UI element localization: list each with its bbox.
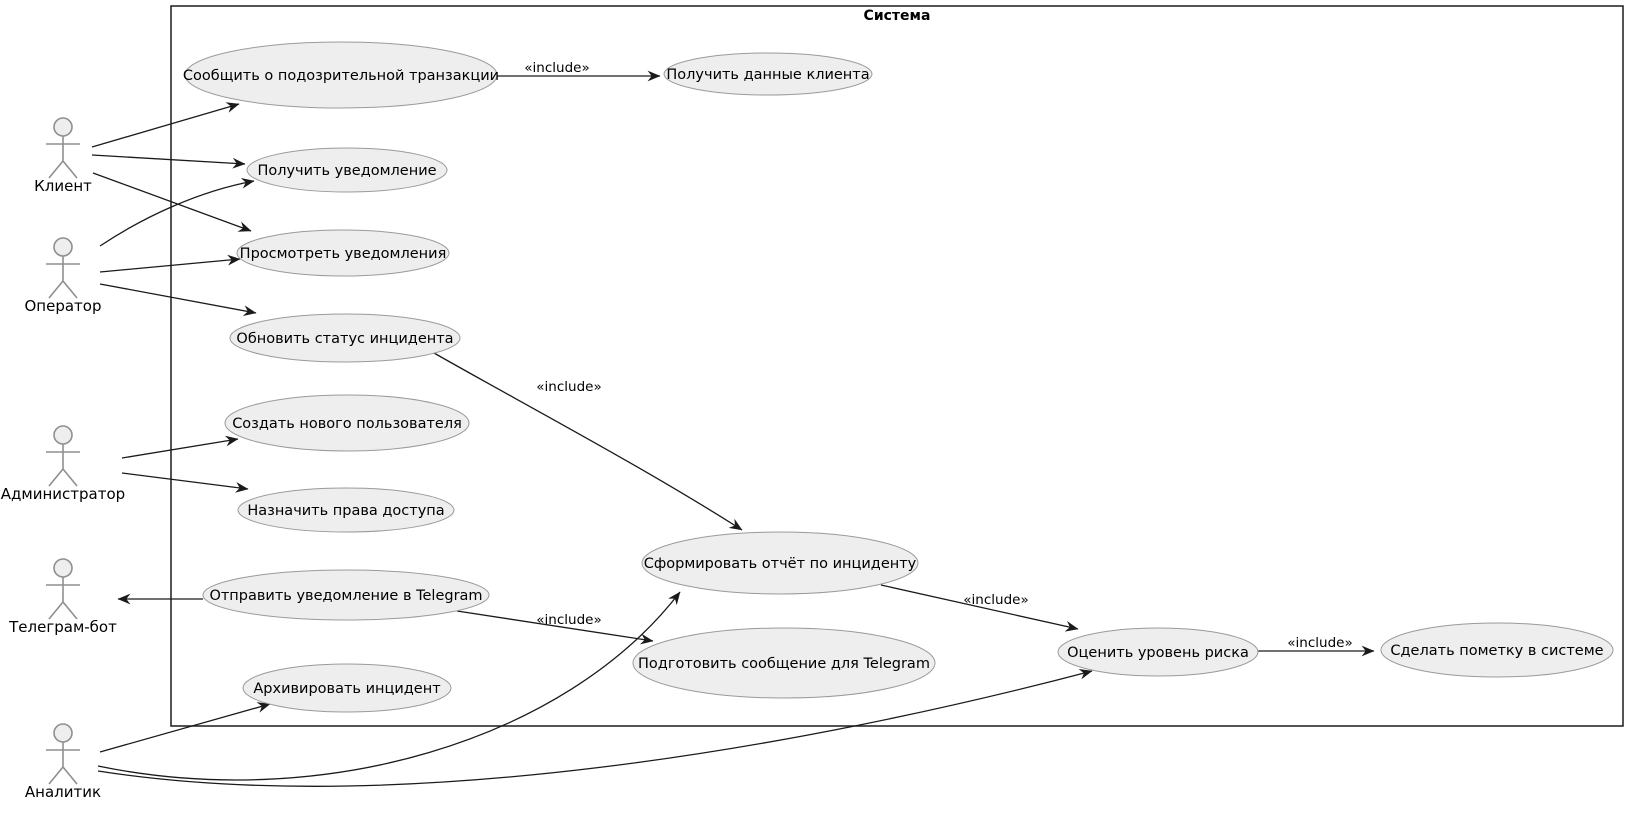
edge-analyst-archive-incident xyxy=(99,702,271,753)
usecase-report-suspicious-transaction: Сообщить о подозрительной транзакции xyxy=(183,41,499,109)
system-title: Система xyxy=(864,8,931,24)
actor-klient: Клиент xyxy=(34,117,92,195)
usecase-label: Отправить уведомление в Telegram xyxy=(209,588,482,604)
usecase-form-incident-report: Сформировать отчёт по инциденту xyxy=(641,531,919,595)
actor-head-icon xyxy=(53,558,73,578)
actor-label: Аналитик xyxy=(25,783,101,801)
edge-include-form-report xyxy=(433,352,743,531)
include-label-4: «include» xyxy=(963,592,1028,608)
include-label-3: «include» xyxy=(536,612,601,628)
system-boundary xyxy=(170,5,1624,727)
usecase-label: Создать нового пользователя xyxy=(232,416,462,432)
usecase-receive-notification: Получить уведомление xyxy=(246,147,448,193)
usecase-assess-risk-level: Оценить уровень риска xyxy=(1057,627,1259,677)
usecase-label: Сделать пометку в системе xyxy=(1390,643,1603,659)
usecase-label: Получить данные клиента xyxy=(666,67,869,83)
actor-administrator: Администратор xyxy=(1,425,125,503)
actor-telegram-bot: Телеграм-бот xyxy=(8,558,117,636)
actor-label: Администратор xyxy=(1,485,125,503)
edge-include-prepare-message xyxy=(456,610,654,645)
actor-head-icon xyxy=(53,117,73,137)
include-label-1: «include» xyxy=(524,60,589,76)
usecase-update-incident-status: Обновить статус инцидента xyxy=(229,313,461,363)
usecase-view-notifications: Просмотреть уведомления xyxy=(236,229,450,277)
usecase-label: Просмотреть уведомления xyxy=(240,246,447,262)
edge-analyst-form-report xyxy=(97,591,681,781)
edge-operator-view-notifications xyxy=(99,254,241,273)
edge-klient-receive-notification xyxy=(91,154,246,169)
usecase-assign-access-rights: Назначить права доступа xyxy=(237,487,455,533)
usecase-label: Обновить статус инцидента xyxy=(236,331,453,347)
usecase-label: Получить уведомление xyxy=(257,163,436,179)
usecase-label: Назначить права доступа xyxy=(247,503,444,519)
actor-head-icon xyxy=(53,723,73,743)
include-label-5: «include» xyxy=(1287,635,1352,651)
actor-label: Оператор xyxy=(25,297,102,315)
include-label-2: «include» xyxy=(536,379,601,395)
edge-admin-assign-rights xyxy=(121,472,249,493)
edge-operator-receive-notification xyxy=(99,177,255,247)
edge-analyst-assess-risk xyxy=(97,668,1093,787)
usecase-send-telegram-notification: Отправить уведомление в Telegram xyxy=(202,569,490,621)
usecase-get-client-data: Получить данные клиента xyxy=(663,52,873,96)
actor-label: Телеграм-бот xyxy=(8,618,117,636)
usecase-mark-in-system: Сделать пометку в системе xyxy=(1380,622,1614,678)
edge-admin-create-user xyxy=(121,435,239,459)
edge-operator-update-incident-status xyxy=(99,283,257,317)
usecase-archive-incident: Архивировать инцидент xyxy=(242,663,452,713)
edge-klient-view-notifications xyxy=(92,172,252,232)
usecase-label: Оценить уровень риска xyxy=(1067,645,1249,661)
actor-analyst: Аналитик xyxy=(25,723,101,801)
edge-klient-report-transaction xyxy=(91,102,240,148)
edge-include-assess-risk xyxy=(880,584,1079,632)
usecase-prepare-telegram-message: Подготовить сообщение для Telegram xyxy=(632,627,936,699)
usecase-label: Подготовить сообщение для Telegram xyxy=(638,656,930,672)
usecase-label: Сформировать отчёт по инциденту xyxy=(644,556,917,572)
actor-label: Клиент xyxy=(34,177,92,195)
usecase-label: Архивировать инцидент xyxy=(253,681,441,697)
actor-head-icon xyxy=(53,237,73,257)
actor-operator: Оператор xyxy=(25,237,102,315)
usecase-create-new-user: Создать нового пользователя xyxy=(224,394,470,452)
usecase-label: Сообщить о подозрительной транзакции xyxy=(183,68,499,84)
actor-head-icon xyxy=(53,425,73,445)
